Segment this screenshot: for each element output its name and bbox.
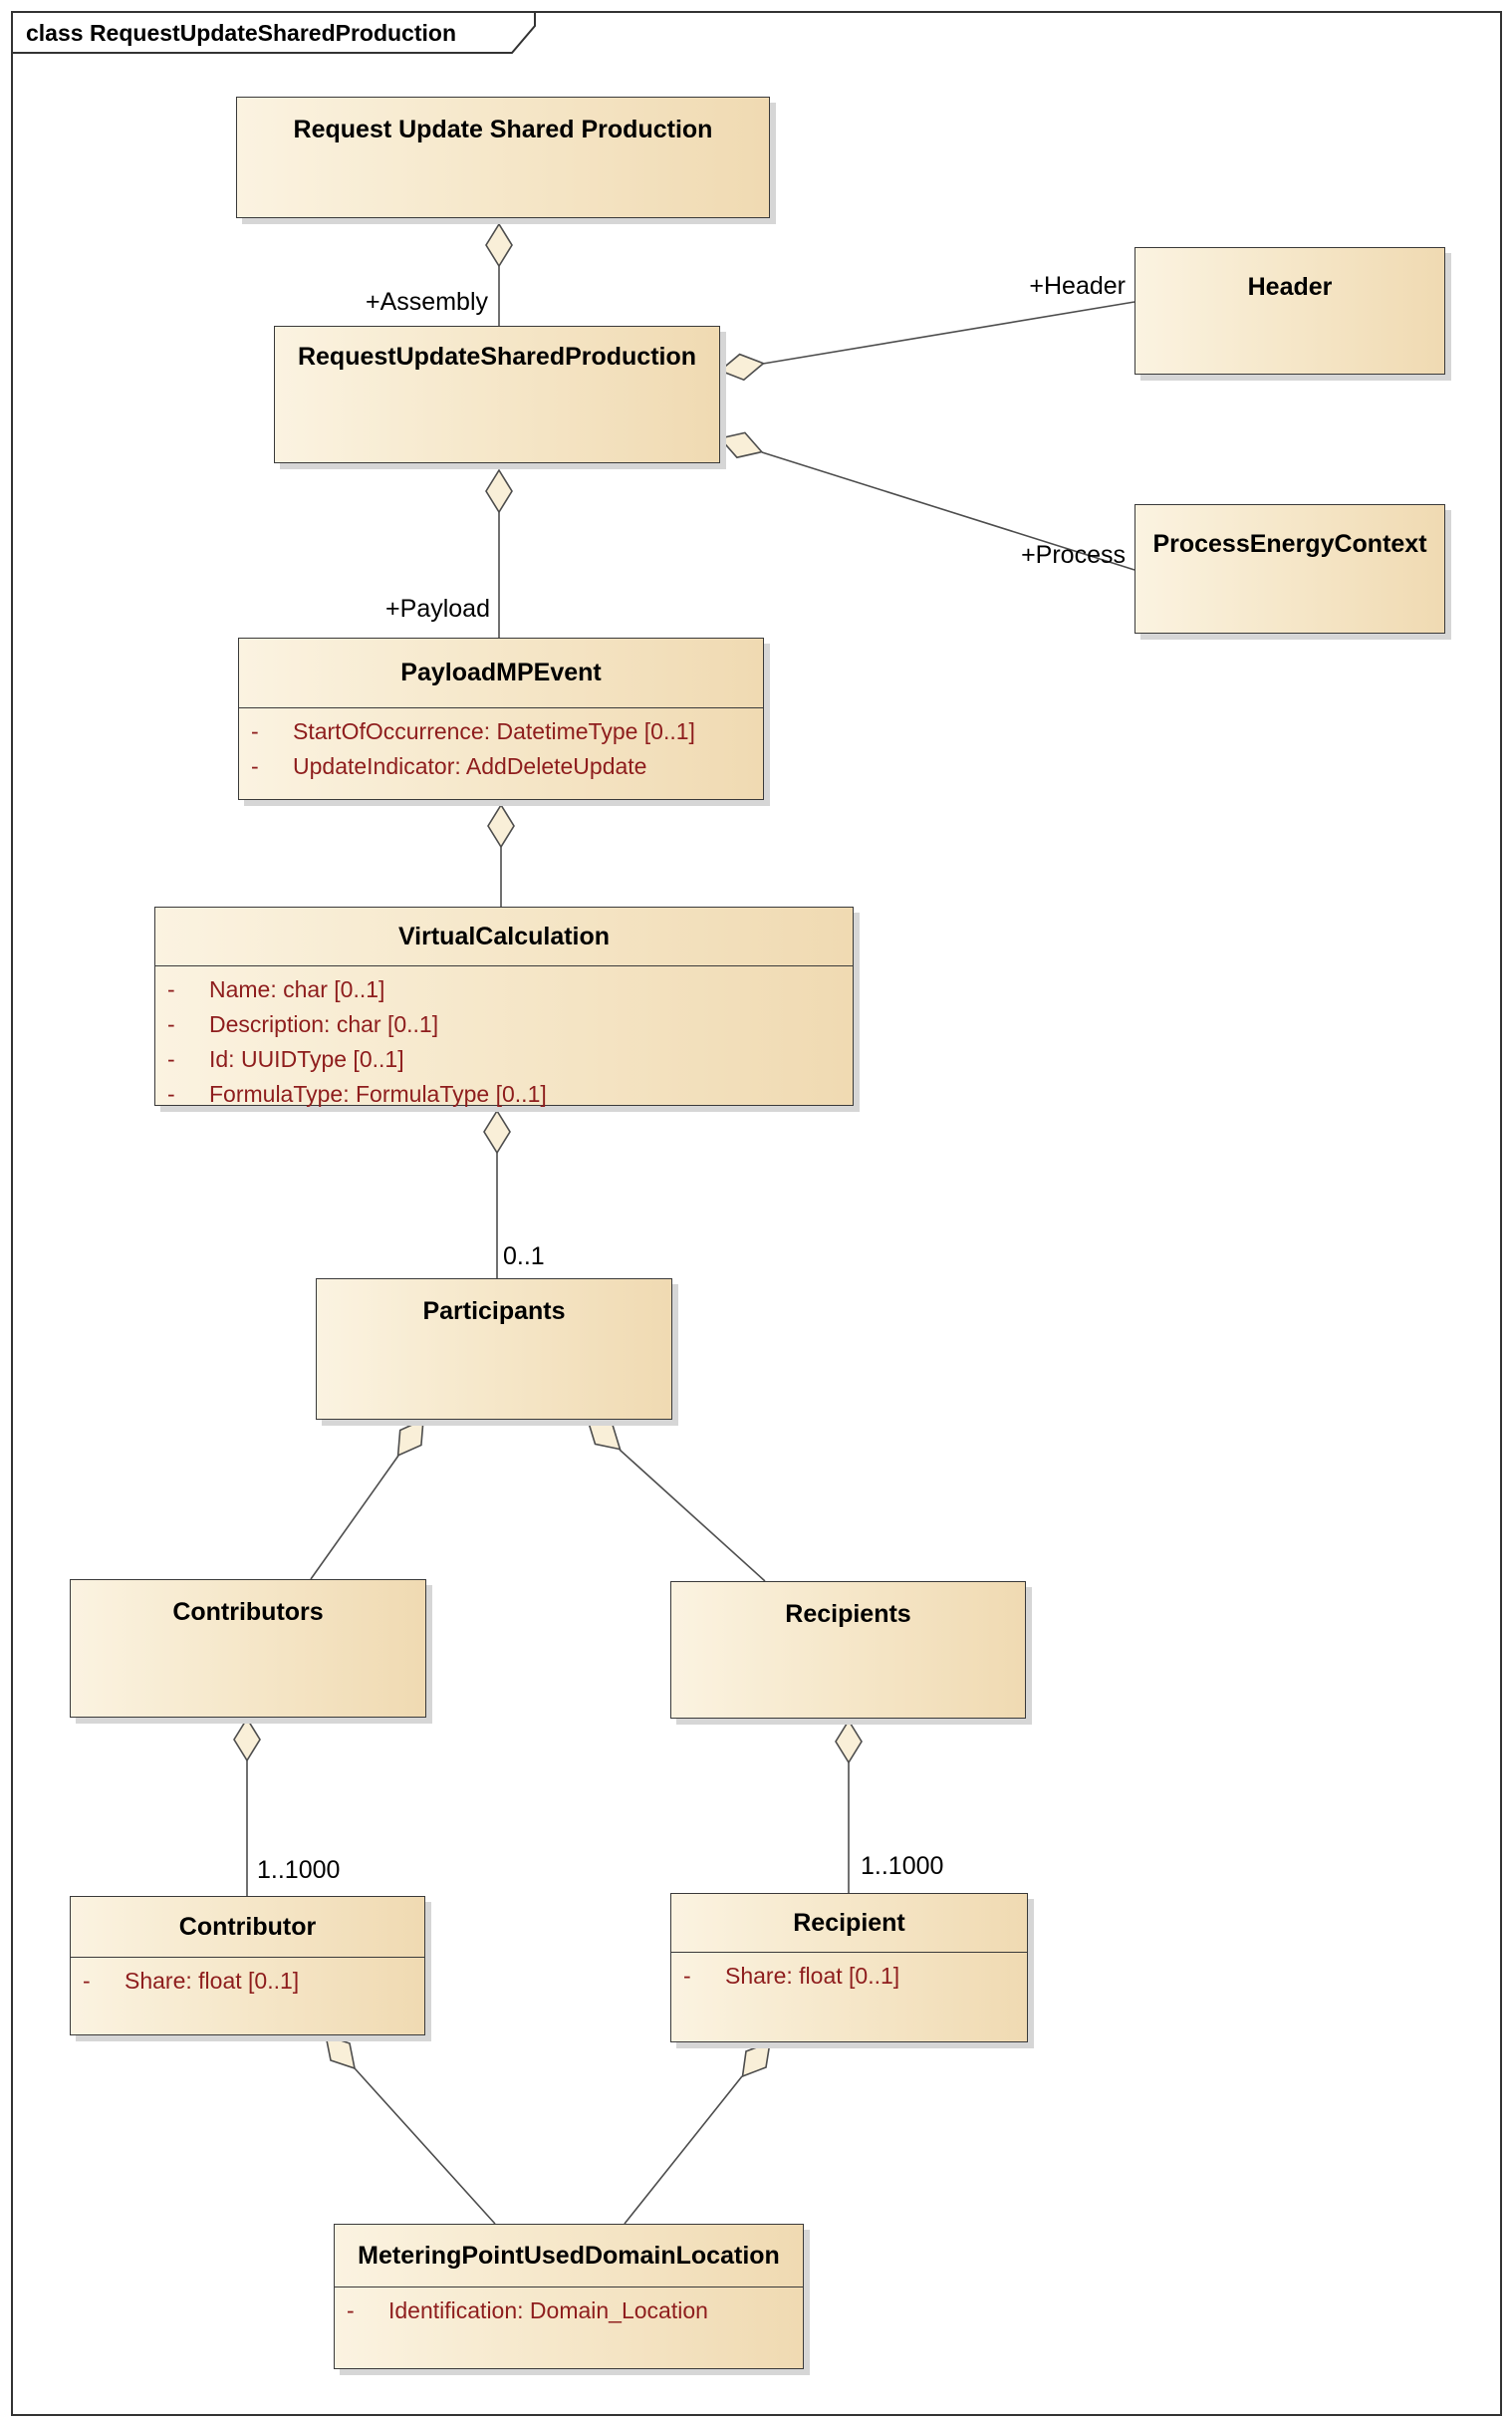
connector-recipient-meteringpoint-line [624,2075,743,2225]
class-name: Recipients [785,1599,911,1628]
attribute-text: Share: float [0..1] [125,1968,300,1994]
role-label-process: +Process [1021,541,1126,569]
multiplicity-label-contributor: 1..1000 [257,1856,341,1884]
attribute-text: Description: char [0..1] [209,1011,439,1037]
class-name: PayloadMPEvent [400,659,602,686]
attributes-compartment: - Share: float [0..1] [671,1952,1027,1994]
aggregation-diamond-virtualcalc [487,803,515,849]
aggregation-diamond-recipient [835,1719,863,1764]
aggregation-diamond-contributors [396,1418,424,1458]
frame-tab [11,11,536,54]
connector-header-line [762,301,1135,365]
connector-participants-contributors-line [310,1455,399,1580]
aggregation-diamond-assembly [485,222,513,268]
multiplicity-label-participants: 0..1 [503,1242,545,1270]
attribute-row: - FormulaType: FormulaType [0..1] [155,1077,853,1112]
diagram-frame [11,11,1502,2416]
aggregation-diamond-metering-left [324,2033,357,2070]
attribute-row: - Share: float [0..1] [671,1959,1027,1994]
class-name: Recipient [793,1908,905,1937]
attribute-text: FormulaType: FormulaType [0..1] [209,1081,547,1107]
class-box-contributors: Contributors [70,1579,426,1718]
class-box-recipients: Recipients [670,1581,1026,1719]
visibility-marker: - [167,1011,175,1037]
attributes-compartment: - Identification: Domain_Location [335,2286,803,2328]
class-box-request-update-shared-production-doc: Request Update Shared Production [236,97,770,218]
attribute-text: UpdateIndicator: AddDeleteUpdate [293,753,647,779]
class-box-participants: Participants [316,1278,672,1420]
visibility-marker: - [167,1081,175,1107]
aggregation-diamond-process [718,431,764,459]
connector-participants-recipients-line [619,1449,766,1582]
class-name: Request Update Shared Production [293,115,713,143]
attributes-compartment: - Share: float [0..1] [71,1957,424,1999]
attributes-compartment: -StartOfOccurrence: DatetimeType [0..1]-… [239,707,763,784]
visibility-marker: - [347,2297,355,2323]
attribute-row: - Name: char [0..1] [155,972,853,1007]
attribute-row: - Identification: Domain_Location [335,2293,803,2328]
attribute-row: - StartOfOccurrence: DatetimeType [0..1] [239,714,763,749]
visibility-marker: - [167,976,175,1002]
class-box-process-energy-context: ProcessEnergyContext [1134,504,1445,634]
attribute-text: StartOfOccurrence: DatetimeType [0..1] [293,718,695,744]
class-name: ProcessEnergyContext [1152,529,1427,558]
aggregation-diamond-payload [485,468,513,514]
connector-contributor-meteringpoint-line [354,2067,496,2225]
class-box-recipient: Recipient - Share: float [0..1] [670,1893,1028,2042]
role-label-payload: +Payload [385,595,490,623]
attribute-text: Share: float [0..1] [725,1963,900,1989]
class-box-header: Header [1134,247,1445,375]
visibility-marker: - [683,1963,691,1989]
attribute-row: - Share: float [0..1] [71,1964,424,1999]
class-box-contributor: Contributor - Share: float [0..1] [70,1896,425,2035]
class-name: Contributor [178,1912,317,1941]
visibility-marker: - [251,718,259,744]
aggregation-diamond-header [718,353,765,382]
class-name: Participants [422,1296,566,1325]
connector-process-line [761,451,1135,571]
role-label-header: +Header [1029,272,1126,300]
aggregation-diamond-contributor [233,1717,261,1762]
attributes-compartment: - Name: char [0..1] - Description: char [0.… [155,965,853,1112]
attribute-row: - UpdateIndicator: AddDeleteUpdate [239,749,763,784]
class-box-virtual-calculation: VirtualCalculation - Name: char [0..1] - De… [154,907,854,1107]
multiplicity-label-recipient: 1..1000 [861,1852,944,1880]
aggregation-diamond-participants [483,1109,511,1155]
class-name: RequestUpdateSharedProduction [297,342,697,371]
aggregation-diamond-recipients [586,1418,622,1451]
visibility-marker: - [251,753,259,779]
frame-title: class RequestUpdateSharedProduction [26,20,456,46]
visibility-marker: - [83,1968,91,1994]
attribute-row: - Description: char [0..1] [155,1007,853,1042]
aggregation-diamond-metering-right [741,2040,772,2078]
class-box-metering-point-used-domain-location: MeteringPointUsedDomainLocation - Identif… [334,2224,804,2369]
class-name: MeteringPointUsedDomainLocation [358,2241,780,2270]
role-label-assembly: +Assembly [366,288,488,316]
attribute-text: Id: UUIDType [0..1] [209,1046,404,1072]
class-box-payload-mp-event: PayloadMPEvent - StartOfOccurrence: Datet… [238,638,764,800]
attribute-row: - Id: UUIDType [0..1] [155,1042,853,1077]
class-name: Header [1247,272,1333,301]
visibility-marker: - [167,1046,175,1072]
class-name: VirtualCalculation [397,922,611,950]
attribute-text: Name: char [0..1] [209,976,385,1002]
class-name: Contributors [172,1597,324,1626]
attribute-text: Identification: Domain_Location [388,2297,708,2323]
class-box-request-update-shared-production: RequestUpdateSharedProduction [274,326,720,463]
